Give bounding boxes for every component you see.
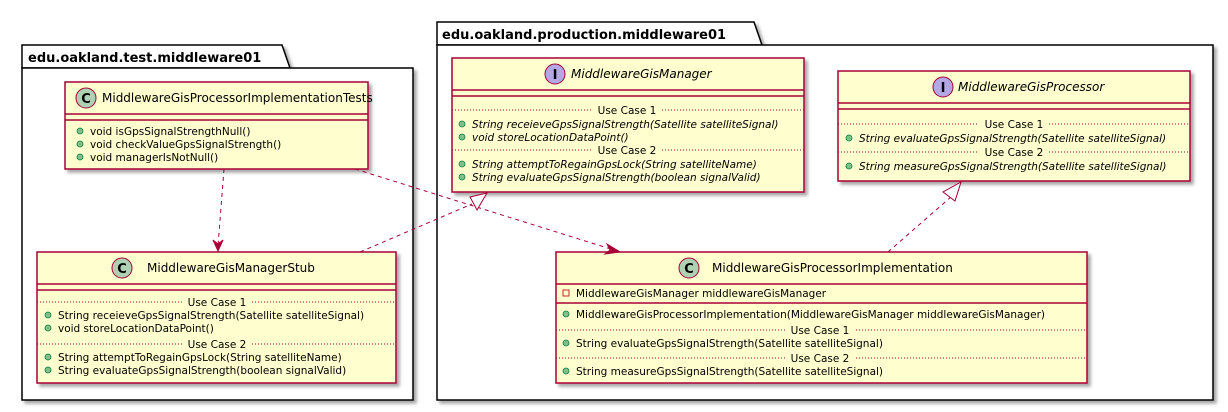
relation-tests-uses-impl xyxy=(354,168,622,255)
package-title-production: edu.oakland.production.middleware01 xyxy=(442,28,726,43)
section-label-use-case-2: Use Case 2 xyxy=(791,353,850,365)
section-label-use-case-2: Use Case 2 xyxy=(188,339,247,351)
member-manager-0: String receieveGpsSignalStrength(Satelli… xyxy=(472,119,779,131)
stereotype-letter: I xyxy=(553,68,558,83)
member-manager-1: void storeLocationDataPoint() xyxy=(472,132,629,144)
public-visibility-icon xyxy=(76,153,84,161)
interface-stereotype-icon xyxy=(544,63,566,85)
class-stereotype-icon xyxy=(111,257,133,279)
section-label-use-case-1: Use Case 1 xyxy=(188,297,247,309)
public-visibility-icon xyxy=(562,310,570,318)
public-visibility-icon xyxy=(845,134,853,142)
member-tests-1: void checkValueGpsSignalStrength() xyxy=(90,139,281,151)
member-processor-0: String evaluateGpsSignalStrength(Satelli… xyxy=(859,133,1166,145)
public-visibility-icon xyxy=(76,127,84,135)
class-name-impl: MiddlewareGisProcessorImplementation xyxy=(712,261,953,275)
interface-stereotype-icon xyxy=(932,76,954,98)
stereotype-letter: I xyxy=(941,81,946,96)
public-visibility-icon xyxy=(458,120,466,128)
interface-manager[interactable]: I MiddlewareGisManager Use Case 1 String… xyxy=(451,57,805,193)
stereotype-letter: C xyxy=(117,262,127,277)
class-name-stub: MiddlewareGisManagerStub xyxy=(147,261,315,275)
member-impl-1: String measureGpsSignalStrength(Satellit… xyxy=(576,366,883,378)
public-visibility-icon xyxy=(458,173,466,181)
public-visibility-icon xyxy=(44,324,52,332)
package-title-test: edu.oakland.test.middleware01 xyxy=(28,51,261,66)
class-name-manager: MiddlewareGisManager xyxy=(571,67,713,81)
realization-arrowhead xyxy=(469,192,489,212)
member-processor-1: String measureGpsSignalStrength(Satellit… xyxy=(859,161,1166,173)
realization-arrowhead xyxy=(942,180,962,202)
member-impl-0: String evaluateGpsSignalStrength(Satelli… xyxy=(576,338,883,350)
private-visibility-icon xyxy=(562,289,570,297)
interface-processor[interactable]: I MiddlewareGisProcessor Use Case 1 Stri… xyxy=(837,70,1191,182)
class-name-processor: MiddlewareGisProcessor xyxy=(958,80,1105,94)
relation-stub-realizes-manager xyxy=(359,192,489,253)
member-manager-2: String attemptToRegainGpsLock(String sat… xyxy=(472,159,757,171)
field-impl: MiddlewareGisManager middlewareGisManage… xyxy=(576,288,827,300)
public-visibility-icon xyxy=(562,339,570,347)
class-stub[interactable]: C MiddlewareGisManagerStub Use Case 1 St… xyxy=(36,251,397,384)
class-stereotype-icon xyxy=(678,257,700,279)
relation-impl-realizes-processor xyxy=(887,180,962,253)
stereotype-letter: C xyxy=(684,262,694,277)
section-label-use-case-2: Use Case 2 xyxy=(985,147,1044,159)
class-stereotype-icon xyxy=(75,87,97,109)
relation-tests-uses-stub xyxy=(212,168,225,253)
public-visibility-icon xyxy=(845,162,853,170)
public-visibility-icon xyxy=(458,133,466,141)
dependency-arrowhead xyxy=(603,242,622,255)
public-visibility-icon xyxy=(44,366,52,374)
member-stub-2: String attemptToRegainGpsLock(String sat… xyxy=(58,352,342,364)
dependency-arrowhead xyxy=(212,239,224,253)
section-label-use-case-1: Use Case 1 xyxy=(791,325,850,337)
public-visibility-icon xyxy=(44,353,52,361)
section-label-use-case-2: Use Case 2 xyxy=(598,145,657,157)
class-tests[interactable]: C MiddlewareGisProcessorImplementationTe… xyxy=(64,81,373,170)
member-stub-1: void storeLocationDataPoint() xyxy=(58,323,214,335)
constructor-impl: MiddlewareGisProcessorImplementation(Mid… xyxy=(576,309,1045,321)
member-tests-2: void managerIsNotNull() xyxy=(90,152,218,164)
member-manager-3: String evaluateGpsSignalStrength(boolean… xyxy=(472,172,761,184)
public-visibility-icon xyxy=(76,140,84,148)
class-name-tests: MiddlewareGisProcessorImplementationTest… xyxy=(102,91,373,105)
member-stub-3: String evaluateGpsSignalStrength(boolean… xyxy=(58,365,346,377)
public-visibility-icon xyxy=(44,311,52,319)
member-stub-0: String receieveGpsSignalStrength(Satelli… xyxy=(58,310,364,322)
member-tests-0: void isGpsSignalStrengthNull() xyxy=(90,126,250,138)
class-implementation[interactable]: C MiddlewareGisProcessorImplementation M… xyxy=(555,251,1088,384)
section-label-use-case-1: Use Case 1 xyxy=(985,119,1044,131)
stereotype-letter: C xyxy=(81,92,91,107)
public-visibility-icon xyxy=(562,367,570,375)
public-visibility-icon xyxy=(458,160,466,168)
section-label-use-case-1: Use Case 1 xyxy=(598,105,657,117)
